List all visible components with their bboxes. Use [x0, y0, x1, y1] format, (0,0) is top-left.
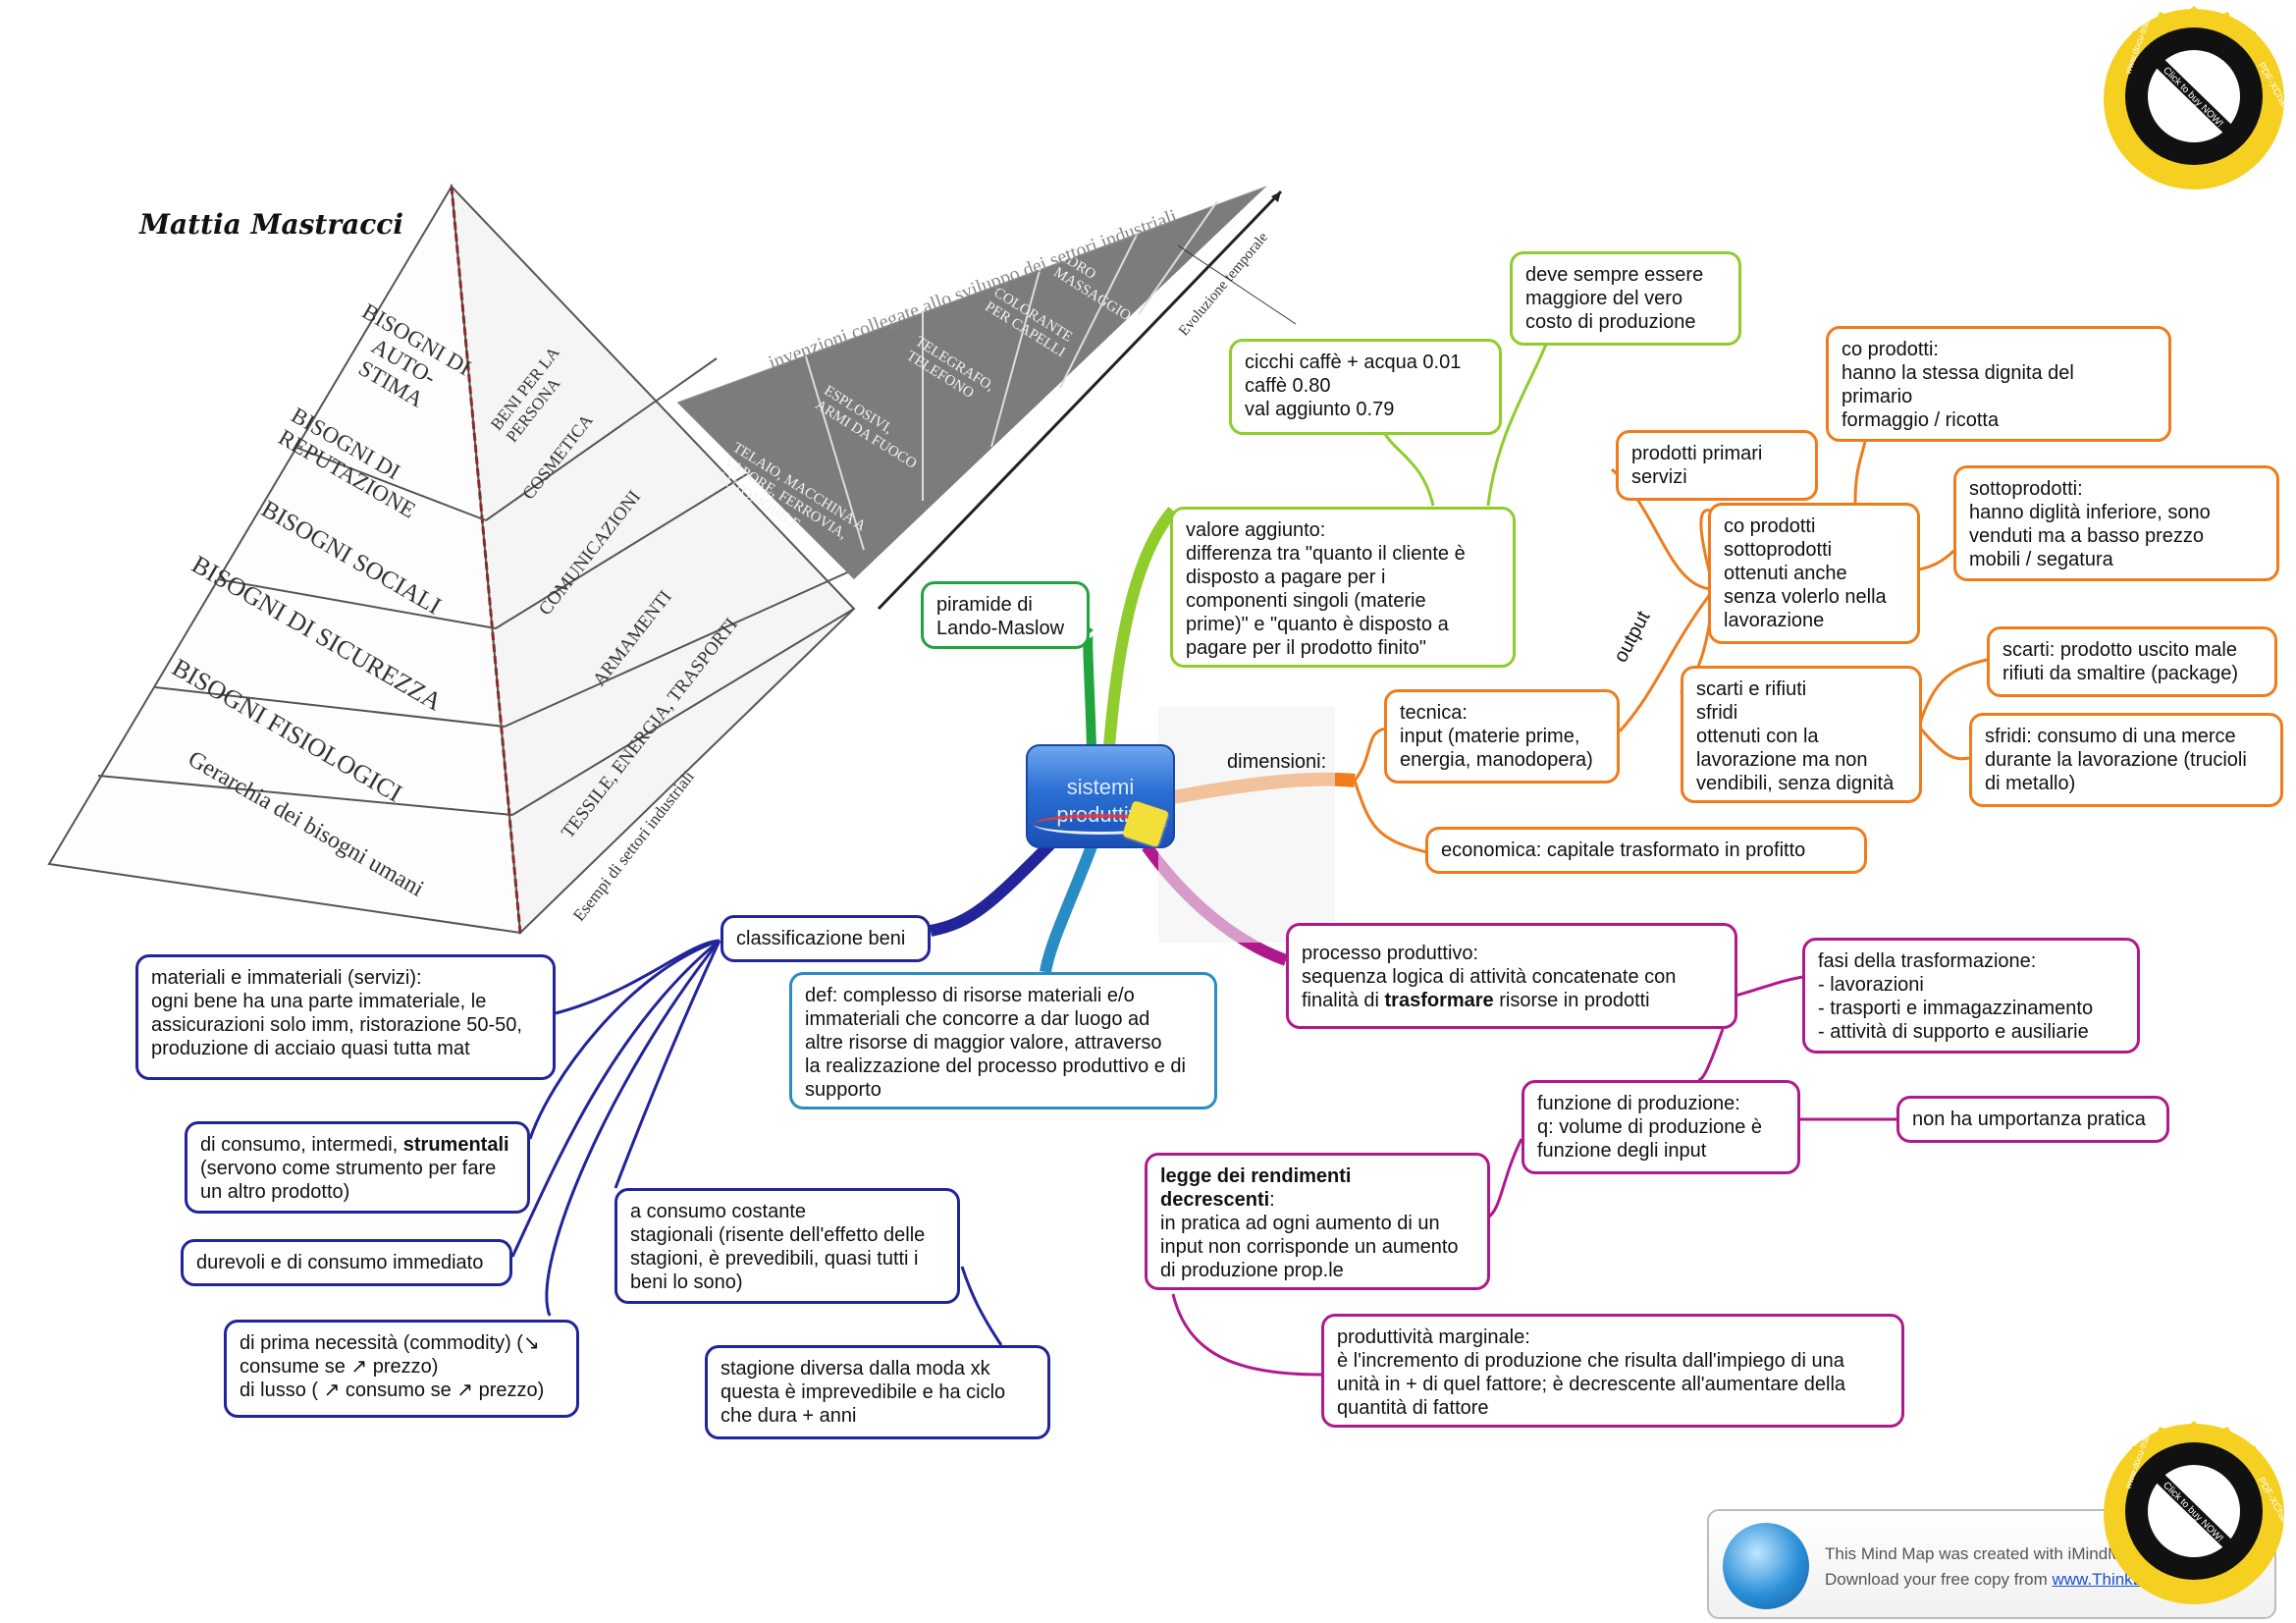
node-durevoli[interactable]: durevoli e di consumo immediato — [181, 1239, 512, 1286]
node-non-ha[interactable]: non ha umportanza pratica — [1896, 1096, 2169, 1143]
node-economica[interactable]: economica: capitale trasformato in profi… — [1425, 827, 1867, 874]
node-sfridi-def[interactable]: sfridi: consumo di una merce durante la … — [1969, 713, 2283, 807]
central-swoosh-icon — [1034, 814, 1167, 835]
node-tecnica[interactable]: tecnica: input (materie prime, energia, … — [1384, 689, 1620, 784]
branch-cyan — [1040, 843, 1097, 974]
node-processo[interactable]: processo produttivo: sequenza logica di … — [1286, 923, 1737, 1029]
pdf-xchange-badge-top[interactable]: Click to buy NOW! PDF-XChange www.docu-t… — [2101, 6, 2287, 192]
node-consumo-costante[interactable]: a consumo costante stagionali (risente d… — [614, 1188, 960, 1304]
node-def[interactable]: def: complesso di risorse materiali e/o … — [789, 972, 1217, 1109]
node-stagione[interactable]: stagione diversa dalla moda xk questa è … — [705, 1345, 1050, 1439]
branch-green — [1083, 627, 1096, 749]
author-name: Mattia Mastracci — [139, 208, 403, 241]
node-deve-sempre[interactable]: deve sempre essere maggiore del vero cos… — [1510, 251, 1741, 346]
branch-navy — [929, 839, 1055, 937]
node-valore-aggiunto[interactable]: valore aggiunto: differenza tra "quanto … — [1170, 507, 1516, 668]
pdf-xchange-badge-bottom[interactable]: Click to buy NOW! PDF-XChange www.docu-t… — [2101, 1421, 2287, 1607]
node-scarti-rifiuti[interactable]: scarti e rifiuti sfridi ottenuti con la … — [1681, 666, 1922, 803]
branch-lime — [1103, 507, 1178, 747]
node-materiali[interactable]: materiali e immateriali (servizi): ogni … — [135, 954, 556, 1080]
node-sottoprodotti-def[interactable]: sottoprodotti: hanno diglità inferiore, … — [1953, 465, 2279, 581]
node-consumo[interactable]: di consumo, intermedi, strumentali (serv… — [185, 1121, 530, 1214]
pyramid-graphic — [47, 183, 1297, 936]
node-cicchi[interactable]: cicchi caffè + acqua 0.01 caffè 0.80 val… — [1229, 339, 1502, 435]
node-scarti-def[interactable]: scarti: prodotto uscito male rifiuti da … — [1987, 626, 2277, 697]
node-prodotti-primari[interactable]: prodotti primari servizi — [1616, 430, 1818, 501]
node-funzione[interactable]: funzione di produzione: q: volume di pro… — [1522, 1080, 1800, 1174]
background-watermark — [1158, 707, 1335, 943]
node-produttivita[interactable]: produttività marginale: è l'incremento d… — [1321, 1314, 1904, 1428]
label-dimensioni: dimensioni: — [1227, 751, 1327, 773]
imindmap-logo-icon — [1723, 1523, 1809, 1609]
node-classificazione[interactable]: classificazione beni — [721, 915, 931, 962]
node-piramide[interactable]: piramide di Lando-Maslow — [921, 581, 1090, 649]
node-co-prodotti-def[interactable]: co prodotti: hanno la stessa dignita del… — [1826, 326, 2171, 442]
node-fasi[interactable]: fasi della trasformazione: - lavorazioni… — [1802, 938, 2140, 1054]
node-legge[interactable]: legge dei rendimenti decrescenti: in pra… — [1145, 1153, 1490, 1290]
node-necessita[interactable]: di prima necessità (commodity) (↘ consum… — [224, 1320, 579, 1418]
node-co-prodotti-list[interactable]: co prodotti sottoprodotti ottenuti anche… — [1708, 503, 1920, 644]
